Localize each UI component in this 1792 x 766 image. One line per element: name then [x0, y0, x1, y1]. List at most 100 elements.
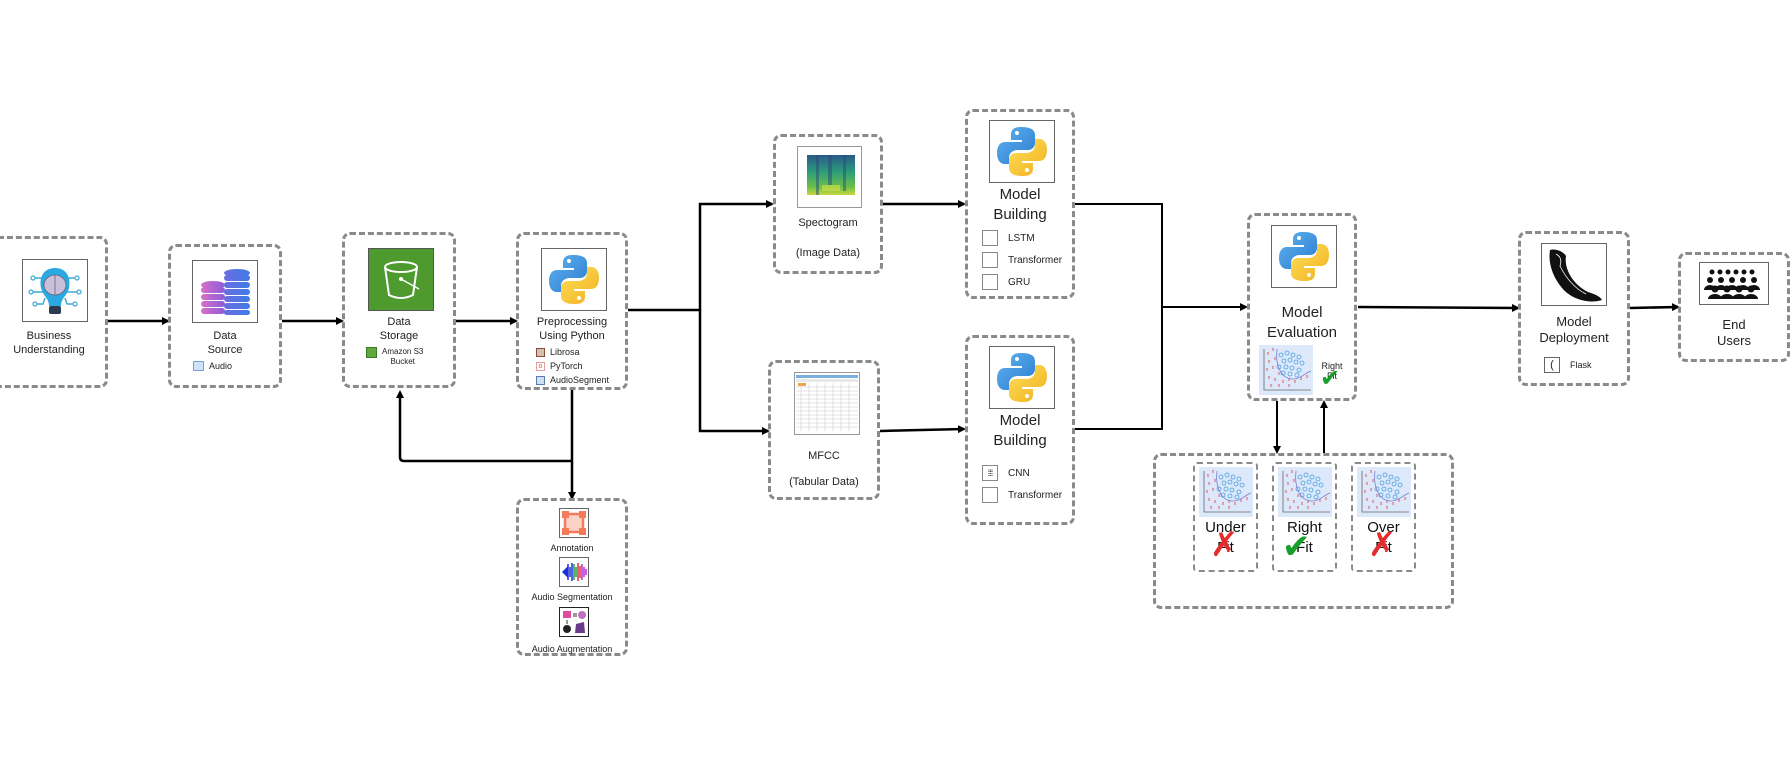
- svg-text:x: x: [1212, 469, 1215, 475]
- s3-item: Amazon S3 Bucket: [366, 347, 423, 367]
- model-deployment-title: Model Deployment: [1521, 314, 1627, 346]
- s3-bucket-icon: [368, 248, 434, 311]
- svg-text:x: x: [1392, 501, 1395, 507]
- title-line-1: Data: [213, 330, 237, 342]
- merge-models-to-eval: [1075, 203, 1163, 430]
- svg-text:x: x: [1366, 481, 1369, 487]
- line-2: Fit: [1296, 539, 1313, 556]
- svg-text:x: x: [1293, 499, 1296, 505]
- title-line-1: Preprocessing: [536, 316, 608, 328]
- title-line-1: Data: [387, 316, 411, 328]
- svg-text:x: x: [1287, 481, 1290, 487]
- librosa-item: Librosa: [536, 347, 580, 357]
- svg-text:x: x: [1364, 489, 1367, 495]
- mfcc-table-image: [794, 372, 860, 435]
- cnn-network-icon: ⁞⁞⁞: [982, 465, 998, 481]
- gru-checkbox-icon: [982, 274, 998, 290]
- title-line-1: Model: [999, 186, 1041, 203]
- svg-text:x: x: [1206, 489, 1209, 495]
- transformer-label: Transformer: [1008, 254, 1063, 266]
- svg-text:x: x: [1268, 375, 1271, 381]
- line-2: Fit: [1375, 539, 1392, 556]
- spectrogram-image: [797, 146, 862, 208]
- flask-label: Flask: [1570, 360, 1592, 370]
- model-building-top-node: Model Building LSTM Transformer GRU: [965, 109, 1075, 299]
- svg-text:x: x: [1285, 489, 1288, 495]
- checkmark-icon: ✔: [1282, 528, 1311, 566]
- data-source-title: Data Source: [171, 329, 279, 357]
- data-source-node: Data Source Audio: [168, 244, 282, 388]
- arrow-deployment-to-users: [1629, 303, 1680, 312]
- title-line-1: Business: [26, 330, 72, 342]
- svg-text:x: x: [1274, 356, 1277, 362]
- audiosegment-label: AudioSegment: [550, 375, 610, 385]
- title-line-2: Understanding: [13, 344, 85, 356]
- lstm-label: LSTM: [1008, 232, 1035, 244]
- audio-augmentation-label: Audio Augmentation: [531, 644, 613, 654]
- svg-text:x: x: [1291, 469, 1294, 475]
- lstm-checkbox-icon: [982, 230, 998, 246]
- preprocessing-node: Preprocessing Using Python Librosa o PyT…: [516, 232, 628, 390]
- python-icon: [989, 120, 1055, 183]
- svg-text:x: x: [1372, 499, 1375, 505]
- svg-text:x: x: [1218, 505, 1221, 511]
- svg-text:x: x: [1386, 499, 1389, 505]
- annotation-icon: [559, 508, 589, 538]
- svg-text:x: x: [1376, 493, 1379, 499]
- svg-text:x: x: [1301, 501, 1304, 507]
- svg-text:x: x: [1268, 359, 1271, 365]
- svg-text:x: x: [1210, 505, 1213, 511]
- business-understanding-node: Business Understanding: [0, 236, 108, 388]
- title-line-1: End: [1722, 317, 1746, 332]
- brain-lightbulb-icon: [22, 259, 88, 322]
- svg-text:x: x: [1297, 505, 1300, 511]
- svg-text:x: x: [1278, 371, 1281, 377]
- svg-text:x: x: [1288, 377, 1291, 383]
- lstm-option: LSTM: [982, 230, 1035, 246]
- arrow-eval-to-deployment: [1357, 303, 1520, 312]
- svg-text:x: x: [1300, 376, 1303, 382]
- mfcc-node: MFCC (Tabular Data): [768, 360, 880, 500]
- svg-text:x: x: [1297, 493, 1300, 499]
- line-2: Fit: [1217, 539, 1234, 556]
- svg-text:x: x: [1404, 496, 1407, 502]
- svg-text:x: x: [1272, 365, 1275, 371]
- svg-text:x: x: [1291, 487, 1294, 493]
- spectrogram-subtitle: (Image Data): [795, 247, 861, 259]
- librosa-icon: [536, 347, 545, 357]
- transformer-option: Transformer: [982, 487, 1062, 503]
- audio-augmentation-icon: [559, 607, 589, 637]
- model-deployment-node: Model Deployment ( Flask: [1518, 231, 1630, 386]
- cross-icon: ✗: [1210, 526, 1239, 564]
- gru-label: GRU: [1008, 276, 1031, 288]
- audio-item: Audio: [193, 361, 232, 371]
- svg-text:x: x: [1307, 505, 1310, 511]
- s3-small-icon: [366, 347, 377, 358]
- title-line-2: Storage: [379, 330, 419, 342]
- svg-text:x: x: [1208, 481, 1211, 487]
- svg-text:x: x: [1365, 473, 1368, 479]
- svg-text:x: x: [1214, 478, 1217, 484]
- title-line-2: Using Python: [539, 330, 605, 342]
- svg-text:x: x: [1267, 351, 1270, 357]
- librosa-label: Librosa: [550, 347, 580, 357]
- model-building-bottom-node: Model Building ⁞⁞⁞CNN Transformer: [965, 335, 1075, 525]
- model-building-bottom-title: Model Building: [968, 411, 1072, 451]
- svg-text:x: x: [1287, 497, 1290, 503]
- audiosegment-item: AudioSegment: [536, 375, 609, 385]
- svg-text:x: x: [1386, 505, 1389, 511]
- title-line-1: Model: [999, 412, 1041, 429]
- mfcc-title: MFCC: [808, 450, 840, 462]
- svg-text:x: x: [1370, 487, 1373, 493]
- svg-text:x: x: [1306, 374, 1309, 380]
- right-fit-badge: Right Fit: [1318, 361, 1346, 381]
- svg-text:x: x: [1307, 499, 1310, 505]
- spectrogram-title: Spectogram: [798, 217, 858, 229]
- under-fit-label: Under Fit: [1195, 518, 1256, 558]
